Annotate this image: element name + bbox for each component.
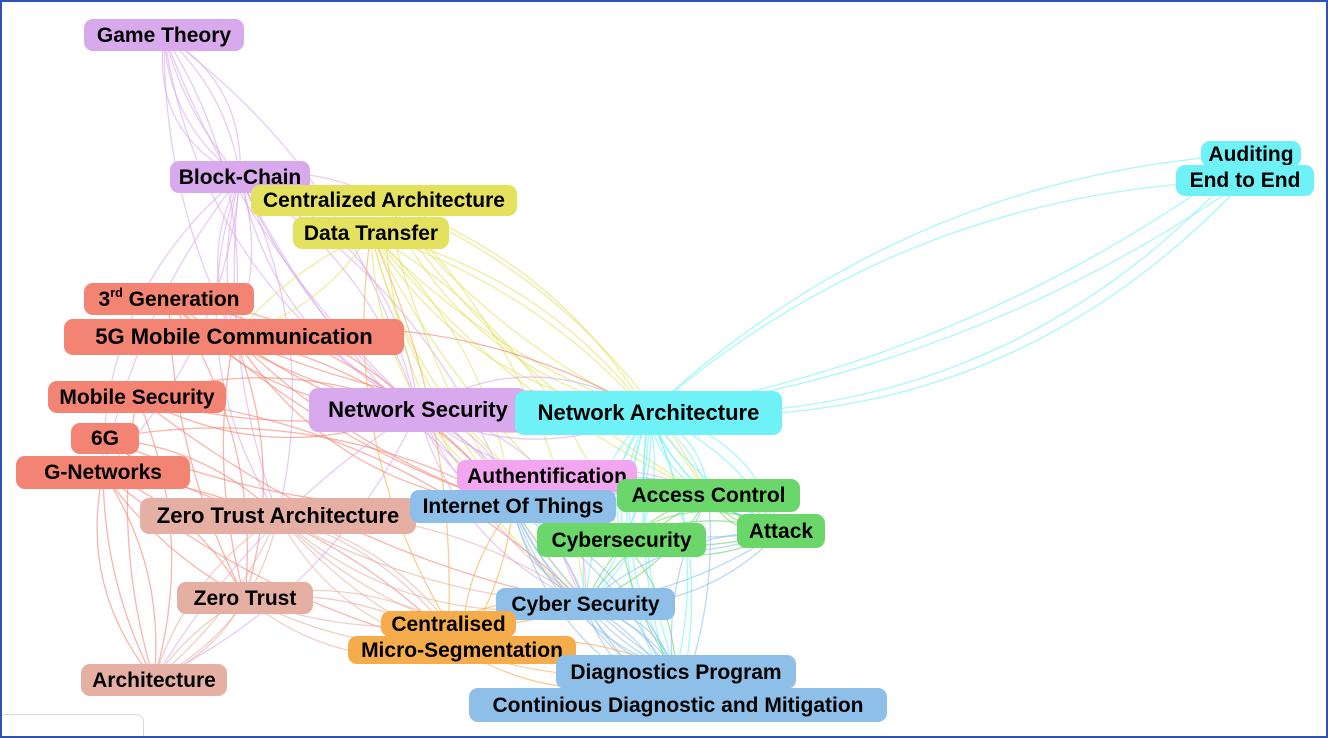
edge-g_networks-architecture (102, 472, 157, 681)
node-zero-trust-architecture[interactable]: Zero Trust Architecture (140, 498, 416, 534)
node-auditing[interactable]: Auditing (1201, 141, 1301, 167)
node-g-networks[interactable]: G-Networks (16, 456, 190, 489)
edge-network_architecture-end_to_end (648, 180, 1246, 417)
node-end-to-end[interactable]: End to End (1176, 165, 1314, 196)
node-access-control[interactable]: Access Control (617, 479, 800, 512)
edge-data_transfer-access_control (370, 232, 709, 497)
node-3rd-generation-suffix: rd (110, 286, 123, 301)
node-internet-of-things[interactable]: Internet Of Things (410, 490, 616, 523)
corner-panel (2, 714, 144, 736)
edge-network_architecture-cyber_security (585, 412, 655, 605)
node-cybersecurity[interactable]: Cybersecurity (537, 523, 706, 557)
edge-block_chain-five_g_mobile_communication (226, 176, 241, 338)
node-zero-trust[interactable]: Zero Trust (177, 582, 313, 614)
edge-block_chain-five_g_mobile_communication (217, 176, 241, 338)
node-3rd-generation-number: 3 (98, 287, 111, 311)
node-data-transfer[interactable]: Data Transfer (293, 217, 449, 249)
node-micro-segmentation[interactable]: Micro-Segmentation (348, 636, 576, 664)
node-centralised[interactable]: Centralised (381, 611, 516, 637)
node-authentification[interactable]: Authentification (457, 460, 637, 492)
edge-g_networks-architecture (96, 472, 155, 681)
node-game-theory[interactable]: Game Theory (84, 19, 244, 51)
node-centralized-architecture[interactable]: Centralized Architecture (251, 185, 517, 216)
edge-mobile_security-architecture (136, 396, 173, 681)
edge-network_architecture-auditing (648, 153, 1252, 414)
node-continious-diagnostic-and-mitigation[interactable]: Continious Diagnostic and Mitigation (469, 688, 887, 722)
edge-network_architecture-auditing (648, 153, 1252, 415)
edge-centralised-data_transfer (363, 232, 450, 625)
node-architecture[interactable]: Architecture (81, 664, 227, 696)
edge-g_networks-zero_trust (102, 472, 246, 599)
node-mobile-security[interactable]: Mobile Security (48, 381, 226, 413)
edge-block_chain-five_g_mobile_communication (233, 176, 253, 338)
node-3rd-generation-label: Generation (122, 287, 240, 311)
edge-network_security-architecture (153, 409, 419, 681)
edge-centralized_architecture-access_control (383, 200, 709, 497)
edge-g_networks-architecture (102, 472, 155, 681)
edge-network_architecture-auditing (648, 153, 1252, 414)
node-5g-mobile-communication[interactable]: 5G Mobile Communication (64, 319, 404, 355)
edge-network_architecture-end_to_end (648, 179, 1246, 414)
node-network-security[interactable]: Network Security (309, 388, 527, 432)
edge-g_networks-zero_trust (102, 471, 246, 599)
node-6g[interactable]: 6G (71, 423, 139, 454)
node-diagnostics-program[interactable]: Diagnostics Program (556, 655, 796, 689)
edge-game_theory-network_security (163, 34, 419, 411)
node-cyber-security[interactable]: Cyber Security (496, 588, 675, 620)
node-attack[interactable]: Attack (737, 514, 825, 548)
node-network-architecture[interactable]: Network Architecture (515, 391, 782, 435)
